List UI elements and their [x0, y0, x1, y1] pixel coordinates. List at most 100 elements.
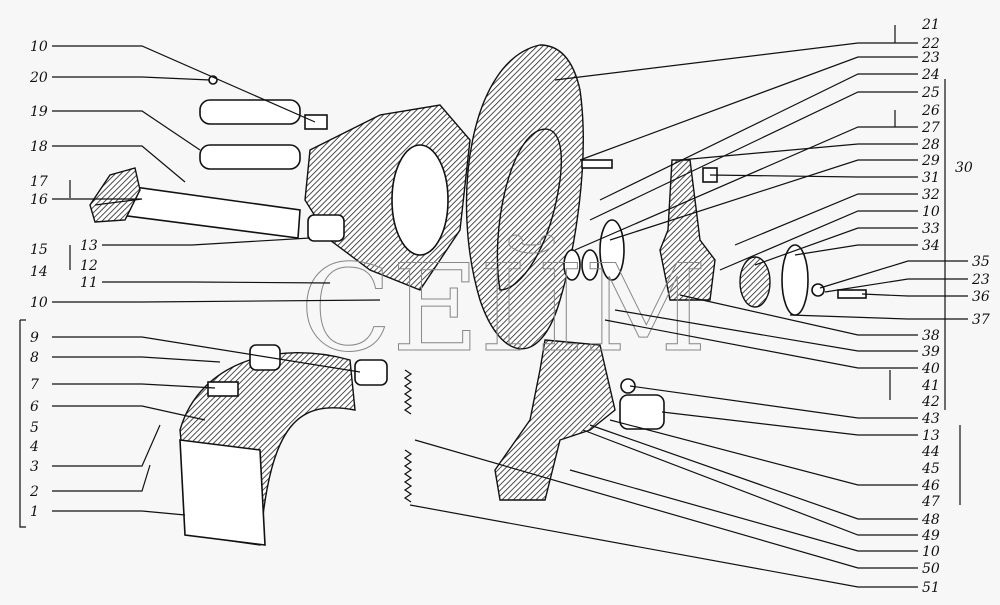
callout-label-23: 23 — [921, 50, 940, 66]
leader-line — [794, 244, 918, 256]
leader-line — [589, 91, 918, 221]
callout-label-51: 51 — [922, 580, 940, 596]
callout-label-27: 27 — [921, 120, 940, 136]
callout-label-41: 41 — [921, 378, 940, 394]
leader-line — [819, 260, 968, 289]
callout-label-43: 43 — [921, 411, 940, 427]
leader-line — [719, 210, 918, 271]
leader-line — [754, 227, 918, 266]
leader-line — [52, 45, 316, 123]
callout-label-12: 12 — [80, 258, 98, 274]
callout-label-40: 40 — [921, 361, 940, 377]
callout-label-22: 22 — [921, 36, 940, 52]
leader-line — [604, 319, 918, 369]
callout-label-39: 39 — [922, 344, 940, 360]
callout-label-25: 25 — [921, 85, 940, 101]
callout-label-47: 47 — [921, 494, 940, 510]
callout-label-29: 29 — [921, 153, 940, 169]
leader-line — [609, 159, 918, 241]
leader-line — [52, 464, 151, 492]
watermark: СЕЙМ — [300, 235, 707, 379]
callout-label-42: 42 — [921, 394, 940, 410]
callout-label-2: 2 — [29, 484, 39, 500]
callout-label-10: 10 — [30, 39, 48, 55]
leader-line — [579, 56, 918, 161]
leader-line — [599, 73, 918, 201]
callout-label-34: 34 — [922, 238, 940, 254]
callout-label-10: 10 — [30, 295, 48, 311]
leader-line — [409, 504, 918, 588]
leader-line — [679, 294, 918, 336]
flange-plate — [599, 219, 625, 281]
leader-line — [554, 42, 918, 81]
leader-line — [789, 314, 968, 320]
leader-line — [589, 424, 918, 520]
leader-line — [52, 198, 143, 206]
callout-label-32: 32 — [922, 187, 940, 203]
leader-line — [52, 383, 216, 389]
callout-label-7: 7 — [30, 377, 39, 393]
callout-label-6: 6 — [30, 399, 39, 415]
leader-line — [824, 278, 968, 293]
leader-line — [52, 424, 161, 467]
slack-adjuster — [659, 159, 716, 301]
callout-label-49: 49 — [921, 528, 940, 544]
callout-label-8: 8 — [30, 350, 39, 366]
callout-label-26: 26 — [921, 103, 940, 119]
callout-label-46: 46 — [921, 478, 940, 494]
callout-label-17: 17 — [30, 174, 48, 190]
plate-7 — [207, 381, 239, 397]
brake-shield — [465, 44, 584, 350]
cover-34 — [781, 244, 809, 316]
callout-label-31: 31 — [922, 170, 940, 186]
callout-label-13: 13 — [80, 238, 98, 254]
callout-label-37: 37 — [972, 312, 990, 328]
leader-line — [52, 510, 186, 516]
bolt-23 — [581, 159, 613, 169]
callout-label-13: 13 — [922, 428, 940, 444]
housing-bore — [391, 144, 449, 256]
seal-ring-b — [581, 249, 599, 281]
bushing-9a — [249, 344, 281, 371]
pin-18 — [199, 144, 301, 170]
callout-label-23: 23 — [971, 272, 990, 288]
callout-label-18: 18 — [30, 139, 48, 155]
bolt-36 — [837, 289, 867, 299]
callout-label-3: 3 — [30, 459, 39, 475]
leader-line — [52, 76, 211, 81]
callout-label-14: 14 — [30, 264, 48, 280]
seal-ring-a — [563, 249, 581, 281]
callout-label-44: 44 — [921, 444, 940, 460]
leader-line — [52, 110, 201, 151]
callout-label-50: 50 — [922, 561, 940, 577]
leader-line — [609, 419, 918, 486]
leader-line — [102, 237, 311, 246]
leader-line — [52, 145, 186, 183]
pin-19 — [199, 99, 301, 125]
callout-label-19: 19 — [30, 104, 48, 120]
leader-line — [629, 385, 918, 419]
callout-label-4: 4 — [29, 439, 39, 455]
leader-line — [614, 309, 918, 352]
worm-gear — [739, 256, 771, 308]
callout-label-38: 38 — [922, 328, 940, 344]
camshaft — [119, 184, 301, 239]
callout-label-10: 10 — [922, 204, 940, 220]
callout-label-36: 36 — [972, 289, 990, 305]
leader-line — [574, 126, 918, 251]
leader-line — [102, 281, 331, 284]
callout-label-16: 16 — [30, 192, 48, 208]
callout-label-11: 11 — [80, 275, 98, 291]
ring-43 — [620, 378, 636, 394]
callout-label-9: 9 — [30, 330, 39, 346]
bushing-13 — [307, 214, 345, 242]
leader-line — [861, 293, 968, 297]
grease-fitting-10 — [304, 114, 328, 130]
spring-51 — [403, 449, 413, 503]
callout-label-10: 10 — [922, 544, 940, 560]
callout-label-45: 45 — [921, 461, 940, 477]
callout-label-30: 30 — [955, 160, 973, 176]
leader-line — [569, 469, 918, 552]
